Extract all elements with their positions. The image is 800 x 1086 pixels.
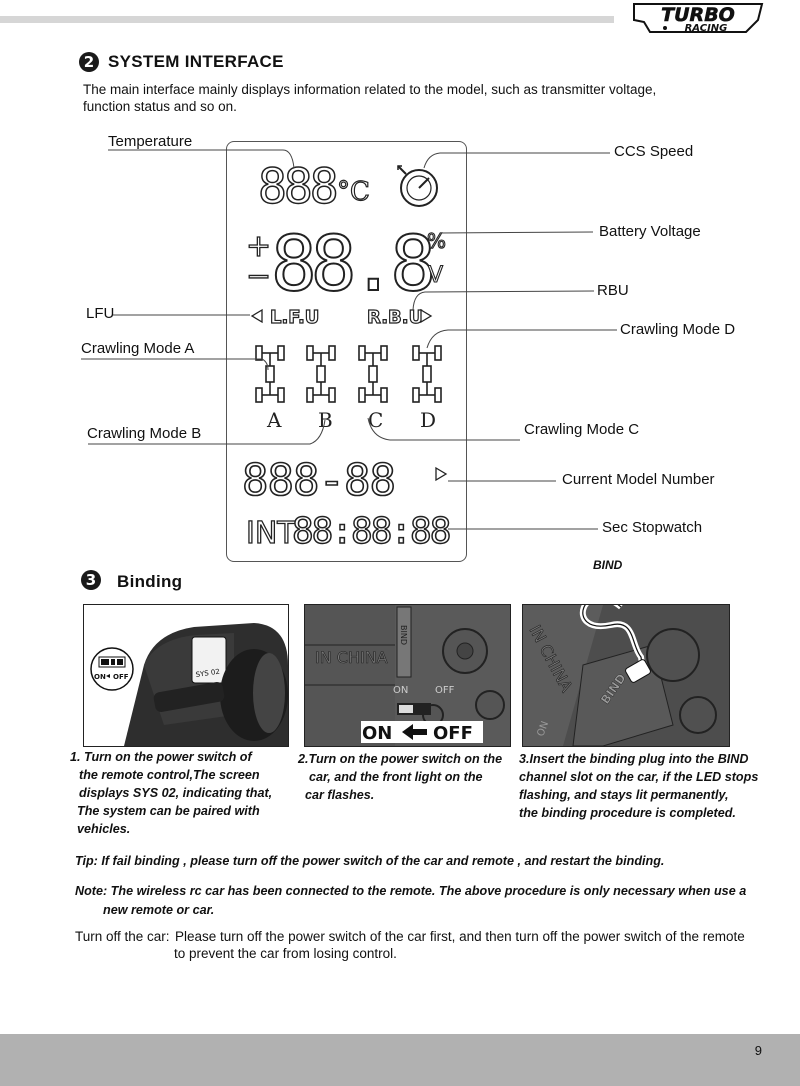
bind-port-text: BIND bbox=[399, 625, 408, 645]
callout-rbu: RBU bbox=[597, 282, 629, 299]
left-arrow-icon bbox=[250, 308, 263, 324]
turnoff-line-2: to prevent the car from losing control. bbox=[174, 946, 397, 961]
callout-current-model: Current Model Number bbox=[562, 471, 715, 488]
section-title: Binding bbox=[117, 572, 183, 591]
callout-ccs-speed: CCS Speed bbox=[614, 143, 694, 160]
lcd-volt-unit: V bbox=[428, 263, 443, 288]
bind-plug-label: BIND bbox=[593, 558, 623, 572]
photo-bind-plug: IN CHINA BIND ON bbox=[522, 604, 730, 747]
crawler-chassis-icon bbox=[412, 345, 442, 403]
lcd-lfu-label: L.F.U bbox=[270, 307, 319, 328]
made-in-text: IN CHINA bbox=[315, 648, 388, 667]
callout-lfu: LFU bbox=[86, 305, 115, 322]
photo-remote: SYS 02 ON OFF bbox=[83, 604, 289, 747]
intro-line-2: function status and so on. bbox=[83, 99, 237, 114]
lcd-rbu-label: R.B.U bbox=[367, 307, 423, 328]
remote-screen-text: SYS 02 bbox=[195, 668, 220, 679]
switch-off-text: OFF bbox=[113, 673, 129, 681]
note-line-1: Note: The wireless rc car has been conne… bbox=[75, 884, 747, 898]
note-line-2: new remote or car. bbox=[103, 903, 215, 917]
model-arrow-icon bbox=[435, 466, 448, 482]
section-title: SYSTEM INTERFACE bbox=[108, 52, 284, 71]
callout-sec-stopwatch: Sec Stopwatch bbox=[602, 519, 703, 536]
lcd-voltage-digits: 88.8 bbox=[271, 219, 431, 308]
lcd-stopwatch: 88:88:88 bbox=[292, 511, 450, 552]
switch-on-label: ON bbox=[535, 720, 551, 738]
speed-gauge-icon bbox=[397, 165, 438, 207]
photo-car-switch: IN CHINA BIND ON OFF ON OFF bbox=[304, 604, 511, 747]
step-1-caption: 1. Turn on the power switch of the remot… bbox=[70, 750, 273, 836]
banner-off: OFF bbox=[433, 723, 473, 744]
lcd-percent: % bbox=[427, 229, 446, 253]
footer-bar bbox=[0, 1034, 800, 1086]
brand-name: TURBO bbox=[661, 4, 735, 26]
lcd-model-number: 888-88 bbox=[242, 455, 395, 506]
switch-on-text: ON bbox=[94, 673, 106, 681]
callout-lines bbox=[81, 149, 617, 530]
brand-logo: TURBO RACING bbox=[633, 3, 764, 34]
crawler-chassis-icon bbox=[255, 345, 285, 403]
mode-letter-b: B bbox=[318, 408, 333, 432]
callout-crawling-d: Crawling Mode D bbox=[620, 321, 736, 338]
lcd-int-label: INT bbox=[246, 516, 296, 551]
mode-letter-d: D bbox=[420, 408, 436, 432]
switch-on-label: ON bbox=[393, 685, 408, 696]
lcd-minus: − bbox=[246, 259, 271, 294]
callout-battery-voltage: Battery Voltage bbox=[599, 223, 701, 240]
lcd-temp-unit: °C bbox=[337, 177, 370, 207]
lcd-diagram: 888 °C + − 88.8 % V L.F.U R.B.U A B C D bbox=[81, 149, 617, 553]
mode-letter-c: C bbox=[368, 408, 383, 432]
callout-crawling-c: Crawling Mode C bbox=[524, 421, 640, 438]
callout-crawling-a: Crawling Mode A bbox=[81, 340, 195, 357]
tip-text: Tip: If fail binding , please turn off t… bbox=[75, 854, 665, 868]
header-bar bbox=[0, 16, 614, 23]
brand-subname: RACING bbox=[685, 23, 728, 34]
right-arrow-icon bbox=[420, 308, 433, 324]
crawler-chassis-icon bbox=[306, 345, 336, 403]
turnoff-label: Turn off the car: bbox=[75, 929, 170, 944]
step-2-caption: 2.Turn on the power switch on the car, a… bbox=[298, 752, 503, 802]
banner-on: ON bbox=[362, 723, 392, 744]
arrow-left-icon bbox=[402, 724, 427, 740]
mode-letter-a: A bbox=[266, 408, 282, 432]
lcd-display-frame bbox=[226, 141, 467, 562]
lcd-plus: + bbox=[246, 229, 271, 264]
lcd-temp-digits: 888 bbox=[258, 159, 336, 215]
switch-off-label: OFF bbox=[435, 685, 455, 696]
section-number: 3 bbox=[81, 570, 101, 590]
callout-crawling-b: Crawling Mode B bbox=[87, 425, 202, 442]
section-number: 2 bbox=[79, 52, 99, 72]
page-number: 9 bbox=[754, 1043, 762, 1058]
intro-line-1: The main interface mainly displays infor… bbox=[83, 82, 657, 97]
callout-temperature: Temperature bbox=[108, 133, 193, 150]
turnoff-line-1: Please turn off the power switch of the … bbox=[175, 929, 745, 944]
step-3-caption: 3.Insert the binding plug into the BIND … bbox=[519, 752, 759, 820]
crawler-chassis-icon bbox=[358, 345, 388, 403]
